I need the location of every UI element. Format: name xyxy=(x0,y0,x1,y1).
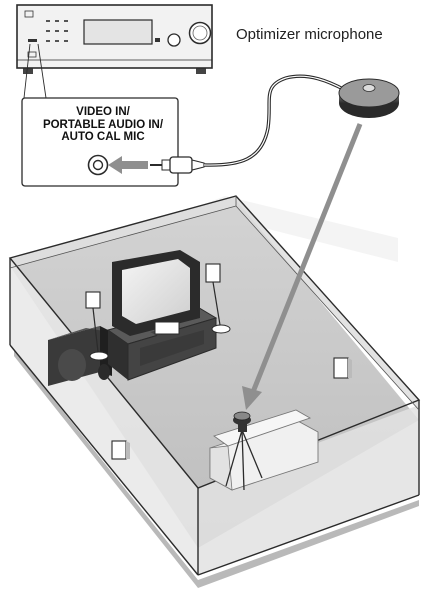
jack-label-line-2: PORTABLE AUDIO IN/ xyxy=(28,119,178,132)
jack-label-line-3: AUTO CAL MIC xyxy=(28,131,178,144)
receiver-small-knob xyxy=(168,34,180,46)
surround-right-speaker xyxy=(334,358,352,378)
jack-label-line-1: VIDEO IN/ xyxy=(28,106,178,119)
listening-room xyxy=(10,196,419,588)
mic-cable xyxy=(204,76,345,165)
receiver-display xyxy=(84,20,152,44)
jack-label: VIDEO IN/ PORTABLE AUDIO IN/ AUTO CAL MI… xyxy=(28,106,178,144)
mic-jack-inner xyxy=(94,161,103,170)
av-receiver xyxy=(17,5,212,74)
surround-left-speaker xyxy=(112,441,130,459)
optimizer-microphone xyxy=(339,79,399,118)
microphone-label: Optimizer microphone xyxy=(236,26,416,43)
